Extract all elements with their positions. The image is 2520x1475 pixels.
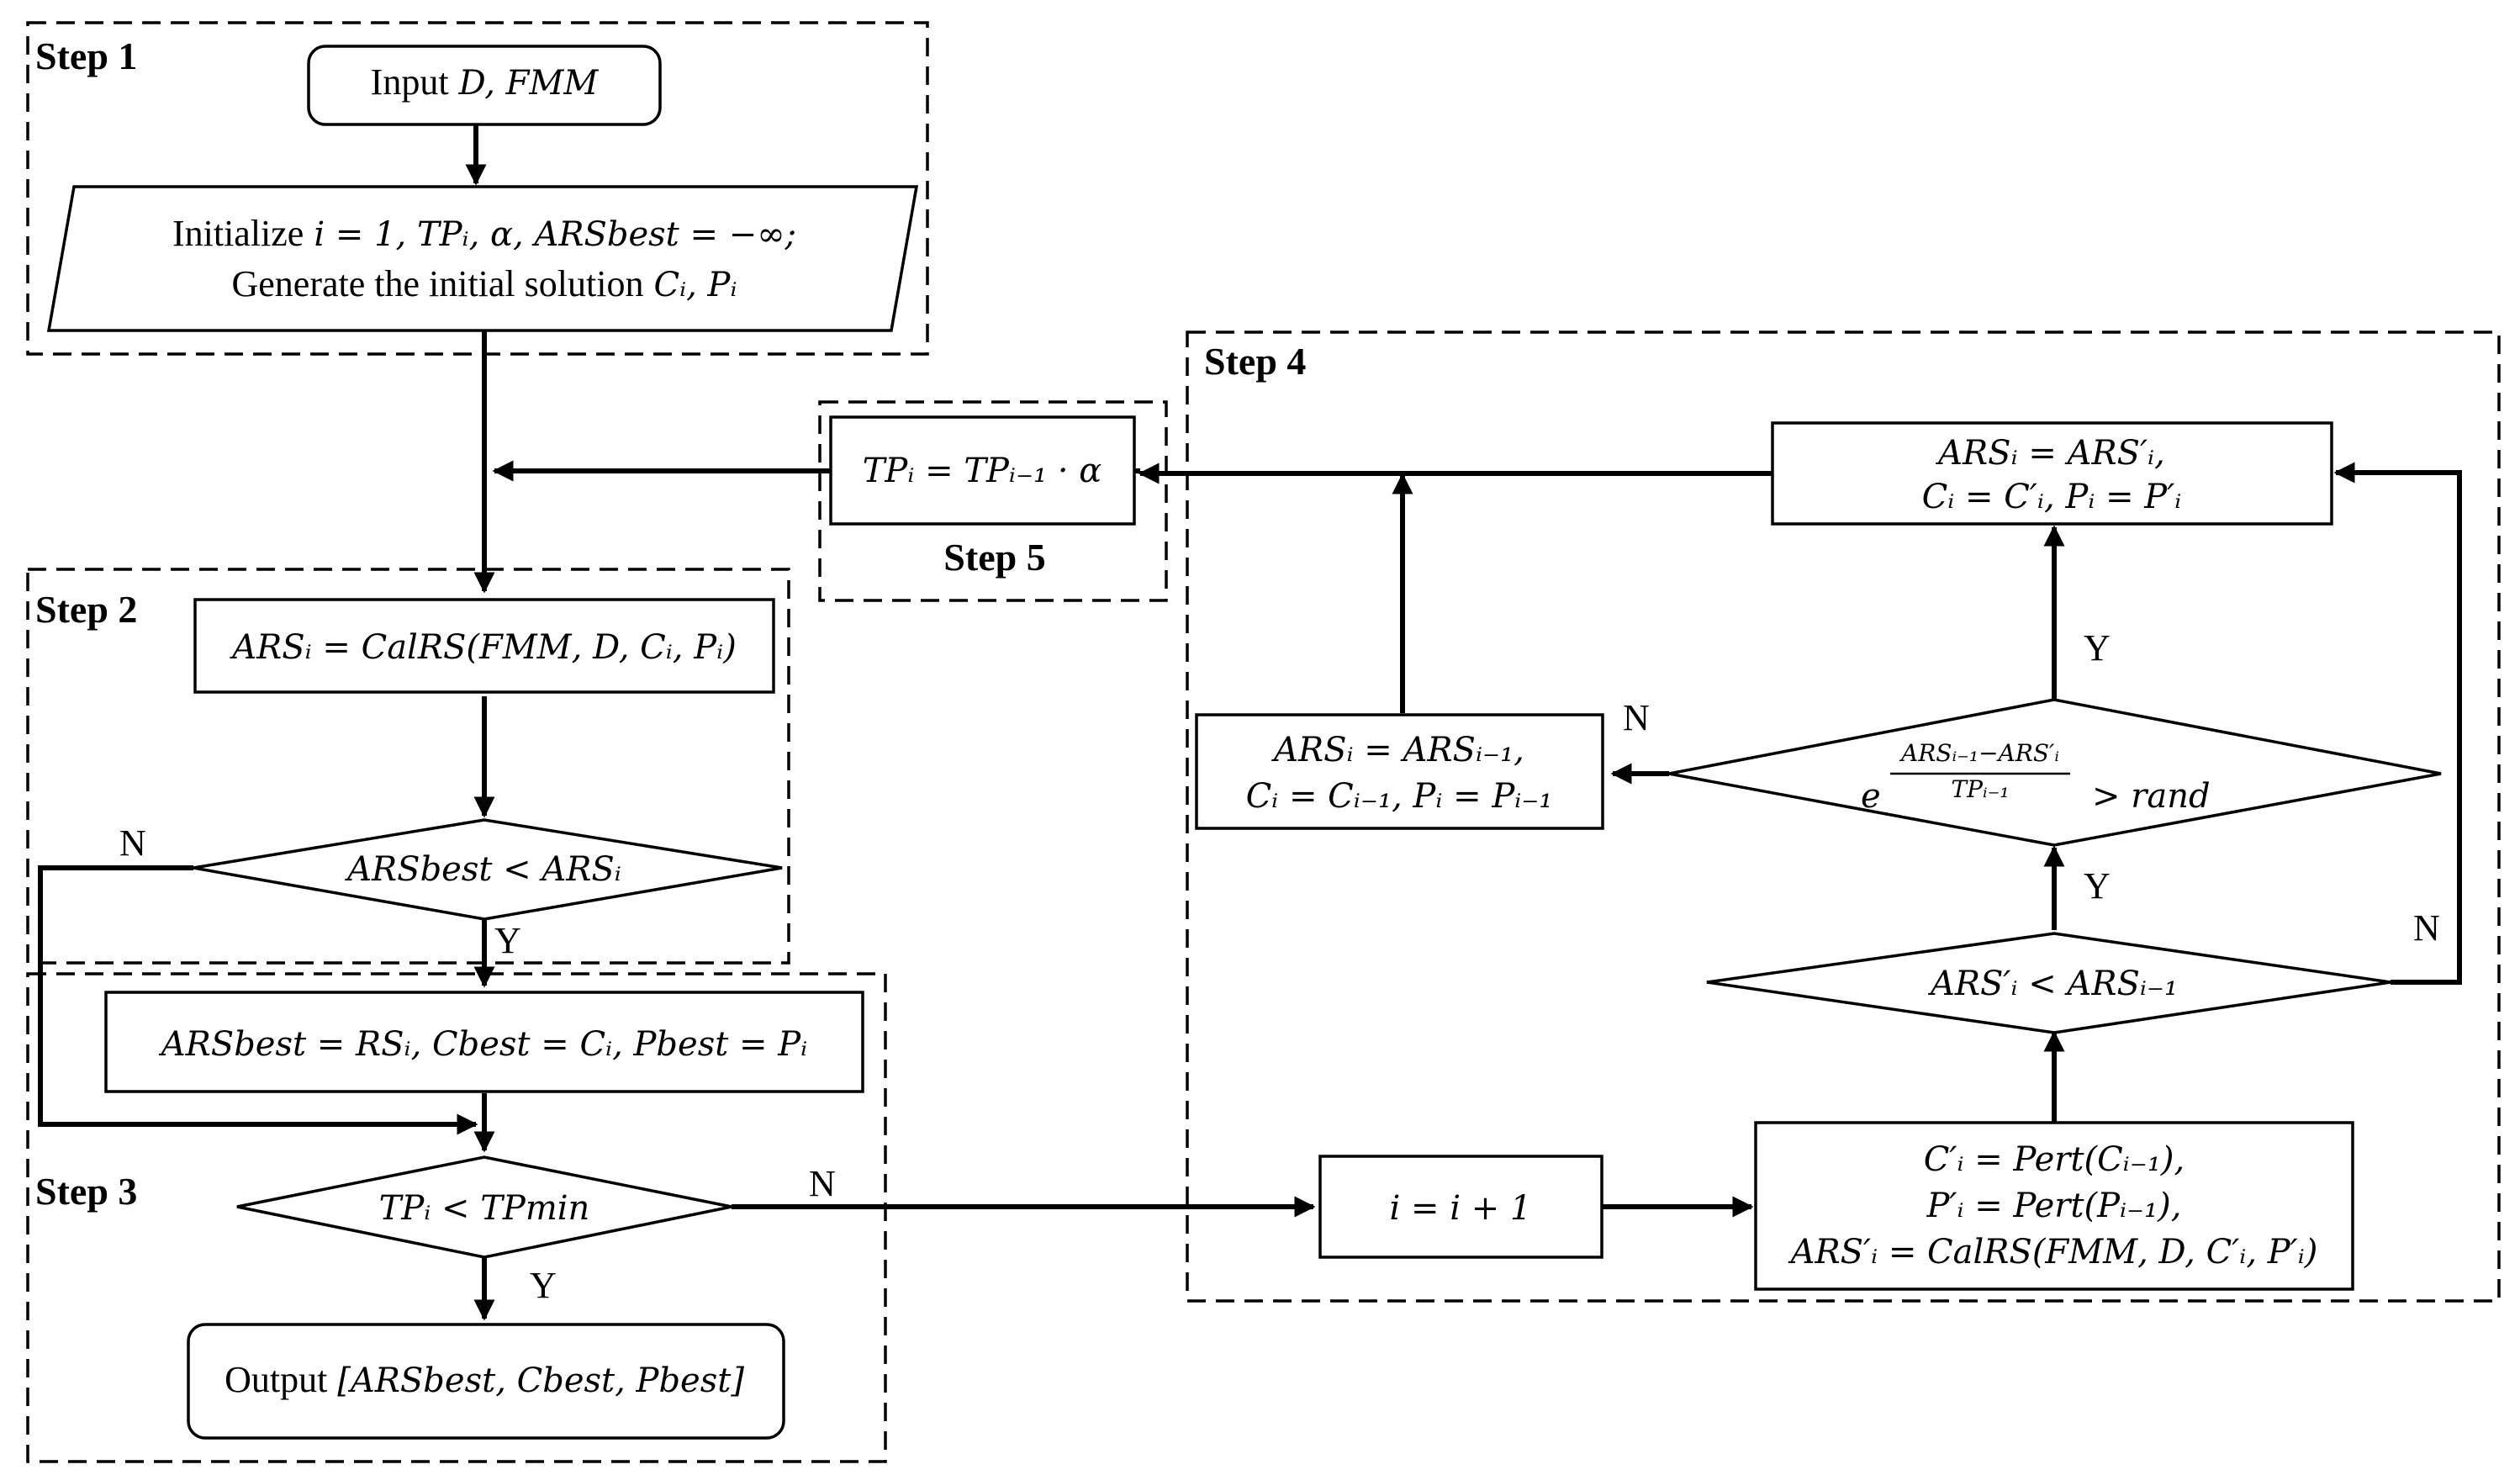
step3-frame [26, 972, 887, 1463]
cond-compare-no-label: N [2413, 907, 2440, 949]
increment-node [1318, 1155, 1603, 1259]
increment-text: i = i + 1 [1390, 1189, 1532, 1228]
arrow-compare-no [2333, 462, 2462, 985]
perturb-line3: ARS′ᵢ = CalRS(FMM, D, C′ᵢ, P′ᵢ) [1788, 1233, 2318, 1271]
cond-tp-no-label: N [809, 1163, 836, 1204]
calc-rs-node [193, 598, 775, 694]
accept-node [1771, 421, 2333, 526]
calc-rs-text: ARSᵢ = CalRS(FMM, D, Cᵢ, Pᵢ) [229, 628, 737, 667]
connectors [38, 124, 2462, 1321]
cond-prob-node [1668, 698, 2442, 847]
update-best-node [104, 991, 864, 1093]
step2-frame [26, 568, 790, 965]
output-text: Output[ARSbest, Cbest, Pbest] [225, 1359, 744, 1400]
perturb-line1: C′ᵢ = Pert(Cᵢ₋₁), [1924, 1140, 2185, 1179]
step-frames [26, 21, 2501, 1463]
init-node [46, 185, 919, 332]
output-node [187, 1323, 785, 1440]
input-node [307, 45, 662, 126]
step5-label: Step 5 [943, 536, 1045, 579]
update-best-text: ARSbest = RSᵢ, Cbest = Cᵢ, Pbest = Pᵢ [158, 1025, 807, 1064]
cond-compare-node [1706, 932, 2391, 1034]
cond-tp-yes-label: Y [530, 1265, 557, 1306]
cond-compare-text: ARS′ᵢ < ARSᵢ₋₁ [1927, 965, 2178, 1003]
cond-best-yes-label: Y [494, 920, 521, 961]
perturb-line2: P′ᵢ = Pert(Pᵢ₋₁), [1926, 1187, 2181, 1225]
step3-label: Step 3 [35, 1170, 137, 1213]
arrow-cond-no [38, 865, 478, 1135]
cond-prob-no-label: N [1623, 697, 1650, 738]
cond-best-node [193, 818, 783, 921]
cond-best-no-label: N [119, 822, 146, 864]
accept-line1: ARSᵢ = ARS′ᵢ, [1935, 434, 2165, 473]
temp-text: TPᵢ = TPᵢ₋₁ · α [863, 452, 1102, 490]
cond-tp-node [236, 1155, 732, 1259]
cond-best-text: ARSbest < ARSᵢ [344, 850, 621, 889]
accept-line2: Cᵢ = C′ᵢ, Pᵢ = P′ᵢ [1922, 478, 2182, 516]
step4-label: Step 4 [1204, 340, 1306, 383]
step1-frame [26, 21, 929, 356]
cond-prob-yes-label: Y [2084, 627, 2111, 669]
temp-node [829, 415, 1136, 526]
step4-frame [1186, 330, 2501, 1303]
step1-label: Step 1 [35, 34, 137, 77]
reject-line1: ARSᵢ = ARSᵢ₋₁, [1271, 731, 1524, 769]
cond-prob-denominator: TPᵢ₋₁ [1951, 775, 2009, 803]
cond-compare-yes-label: Y [2084, 865, 2111, 907]
cond-tp-text: TPᵢ < TPmin [379, 1189, 590, 1228]
perturb-node [1754, 1121, 2354, 1291]
step2-label: Step 2 [35, 588, 137, 631]
reject-line2: Cᵢ = Cᵢ₋₁, Pᵢ = Pᵢ₋₁ [1246, 777, 1553, 816]
cond-prob-rhs: > rand [2092, 777, 2211, 816]
reject-node [1195, 713, 1604, 830]
cond-prob-numerator: ARSᵢ₋₁−ARS′ᵢ [1899, 739, 2059, 767]
cond-prob-base: e [1861, 777, 1881, 816]
step5-frame [818, 400, 1168, 602]
